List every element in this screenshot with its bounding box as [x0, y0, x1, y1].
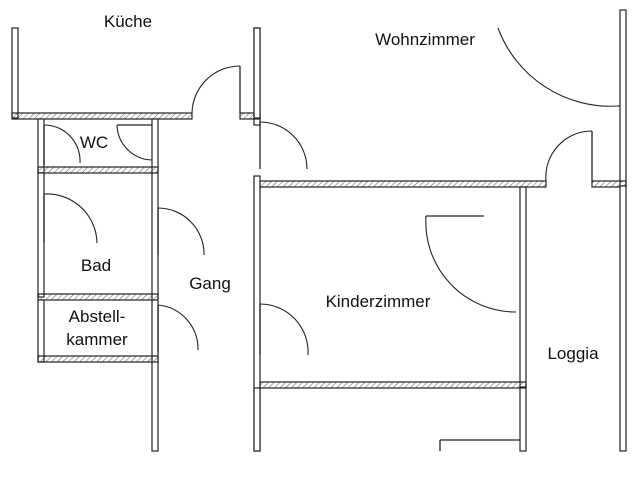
- door-kids-room[interactable]: [259, 303, 309, 356]
- door-living-room[interactable]: [259, 121, 308, 170]
- room-label-bathroom: Bad: [81, 256, 111, 275]
- door-storage[interactable]: [157, 304, 199, 352]
- doors: [43, 27, 620, 451]
- room-label-storage-line2: kammer: [66, 330, 128, 349]
- kitchen-left-wall: [11, 27, 19, 119]
- room-label-kids-room: Kinderzimmer: [326, 292, 431, 311]
- room-label-loggia: Loggia: [547, 344, 599, 363]
- room-label-wc: WC: [80, 133, 108, 152]
- storage-left-wall: [37, 299, 45, 363]
- room-label-living-room: Wohnzimmer: [375, 30, 475, 49]
- door-lower-room[interactable]: [439, 439, 520, 451]
- room-label-corridor: Gang: [189, 274, 231, 293]
- living-right-wall: [619, 9, 627, 187]
- kids-bottom-wall: [259, 381, 527, 389]
- corridor-left-wall: [151, 118, 159, 452]
- walls: [11, 9, 627, 452]
- corridor-right-wall-upper: [253, 118, 261, 126]
- lower-room-left-wall: [253, 387, 261, 452]
- door-kids-room-window[interactable]: [425, 215, 517, 313]
- door-bad[interactable]: [43, 193, 205, 256]
- room-label-storage-line1: Abstell-: [69, 307, 126, 326]
- storage-bottom-wall: [37, 355, 159, 363]
- lower-room-right-wall: [519, 387, 527, 452]
- room-label-kitchen: Küche: [104, 12, 152, 31]
- room-labels: Küche Wohnzimmer WC Bad Gang Abstell- ka…: [66, 12, 599, 363]
- door-living-room-large[interactable]: [497, 27, 620, 107]
- loggia-right-wall: [619, 185, 627, 452]
- kids-right-wall: [519, 186, 527, 388]
- living-bottom-wall-right: [591, 180, 627, 188]
- wc-left-wall: [37, 118, 45, 174]
- bad-bottom-wall: [37, 293, 159, 301]
- bad-left-wall: [37, 172, 45, 298]
- wc-bottom-wall: [37, 166, 159, 174]
- kitchen-bottom-wall: [11, 112, 193, 120]
- living-left-wall: [253, 27, 261, 119]
- door-wc[interactable]: [43, 124, 153, 165]
- living-bottom-wall: [259, 180, 547, 188]
- door-kitchen[interactable]: [191, 65, 241, 114]
- door-loggia[interactable]: [545, 130, 593, 182]
